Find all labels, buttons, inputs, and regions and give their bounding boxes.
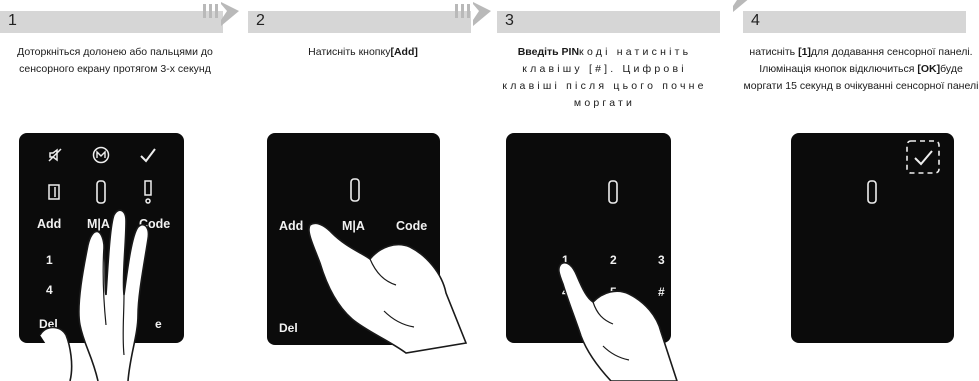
digit-3-key: 3 [658, 253, 665, 267]
step-bar: 3 [497, 11, 720, 33]
lock-icon [867, 180, 877, 204]
add-key: Add [279, 219, 304, 233]
step-bar: 1 [0, 11, 223, 33]
arrow-right-icon [455, 2, 491, 26]
digit-1-key: 1 [562, 253, 569, 267]
hand-icon [39, 209, 150, 381]
step-3: 3 Введіть PINкоді натисніть клавішу [#].… [497, 0, 727, 381]
digit-4-key: 4 [46, 283, 53, 297]
dashed-check-icon [906, 140, 940, 174]
door-icon [48, 184, 60, 200]
step-4: 4 натисніть [1]для додавання сенсорної п… [743, 0, 978, 381]
step-2: 2 Натисніть кнопку[Add] Add M|A Code Del [248, 0, 478, 381]
arrow-right-icon [733, 0, 748, 12]
step-number: 3 [505, 12, 514, 29]
alert-icon [144, 180, 152, 204]
step-bar: 4 [743, 11, 966, 33]
step-text-bold: [Add] [390, 46, 418, 58]
step-number: 2 [256, 12, 265, 29]
step-text: натисніть [749, 46, 799, 58]
digit-1-key: 1 [46, 253, 53, 267]
ma-key: M|A [87, 217, 110, 231]
menu-m-icon [92, 146, 110, 164]
step-number: 4 [751, 12, 760, 29]
finger-icon [558, 261, 678, 381]
step-description: Введіть PINкоді натисніть клавішу [#]. Ц… [497, 44, 712, 112]
step-number: 1 [8, 12, 17, 29]
lock-icon [96, 180, 106, 204]
lock-icon [608, 180, 618, 204]
step-description: Доторкніться долонею або пальцями до сен… [17, 46, 213, 75]
step-text: коді натисніть клавішу [#]. Цифрові клав… [502, 46, 707, 109]
step-bar: 2 [248, 11, 471, 33]
del-key: Del [279, 321, 298, 335]
touch-panel [791, 133, 954, 343]
hash-key: # [658, 285, 665, 299]
code-key: Code [396, 219, 428, 233]
step-1: 1 Доторкніться долонею або пальцями до с… [0, 0, 230, 381]
step-text: Натисніть кнопку [308, 46, 391, 58]
finger-icon [308, 222, 468, 354]
check-icon [140, 148, 156, 163]
step-text: для додавання сенсорної панелі. Ілюмінац… [759, 46, 973, 75]
ma-key: M|A [342, 219, 365, 233]
step-text-bold: Введіть PIN [517, 46, 580, 58]
step-text: буде моргати 15 секунд в очікуванні сенс… [743, 63, 979, 92]
step-description: Натисніть кнопку[Add] [248, 44, 478, 61]
step-description: натисніть [1]для додавання сенсорної пан… [743, 44, 979, 95]
step-text-bold: [1] [798, 46, 811, 58]
arrow-right-icon [203, 2, 239, 26]
partial-key: e [155, 317, 162, 331]
mute-icon [48, 148, 62, 162]
digit-2-key: 2 [610, 253, 617, 267]
lock-icon [350, 178, 360, 202]
add-key: Add [37, 217, 62, 231]
step-text-bold: [OK] [917, 63, 941, 75]
